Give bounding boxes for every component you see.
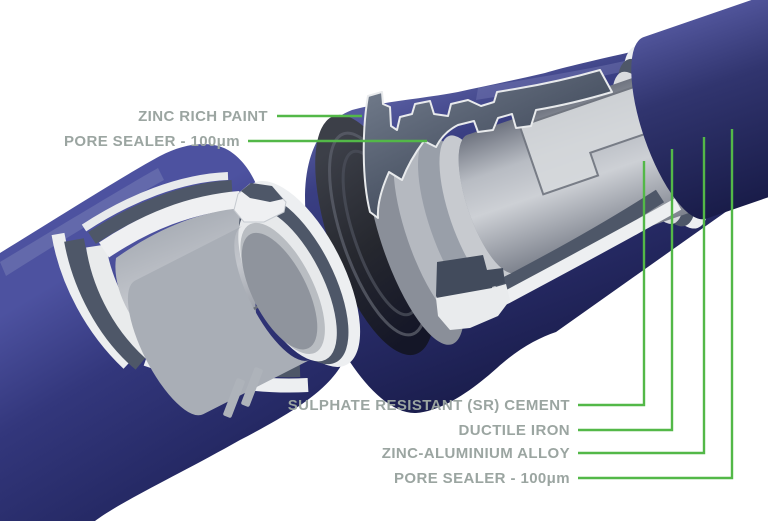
lining-hook-shade	[241, 183, 283, 202]
tip-bore	[241, 232, 318, 350]
zinc-alu-step-block	[436, 284, 510, 330]
spigot-pipe	[0, 144, 361, 521]
iron-bottom-band	[493, 189, 665, 296]
coating-edge-arc	[51, 232, 133, 369]
iron-window-arc	[64, 238, 149, 370]
leader-ductile-iron	[578, 149, 674, 432]
leader-zinc-aluminium-alloy	[578, 137, 706, 455]
leader-pore-sealer-barrel	[578, 129, 734, 480]
spigot-tip-rings	[127, 181, 361, 416]
label-sr-cement: SULPHATE RESISTANT (SR) CEMENT	[288, 397, 570, 414]
label-pore-sealer-socket: PORE SEALER - 100μm	[64, 133, 240, 150]
iron-top-band	[88, 180, 233, 244]
stripe-marking	[223, 378, 245, 418]
leader-sr-cement	[578, 161, 646, 407]
label-ductile-iron: DUCTILE IRON	[459, 422, 570, 439]
zinc-alu-bottom-band	[488, 198, 682, 311]
cavity-cover	[127, 226, 311, 416]
label-zinc-aluminium-alloy: ZINC-ALUMINIUM ALLOY	[382, 445, 570, 462]
label-pore-sealer-barrel: PORE SEALER - 100μm	[394, 470, 570, 487]
label-zinc-rich-paint: ZINC RICH PAINT	[138, 108, 268, 125]
socket-pipe	[305, 0, 768, 414]
stripe-marking	[241, 367, 263, 407]
callouts: ZINC RICH PAINT PORE SEALER - 100μm SULP…	[64, 108, 734, 487]
cement-top-band	[99, 191, 241, 258]
zinc-alu-top-band	[81, 172, 229, 232]
spigot-highlight	[0, 168, 164, 276]
socket-wall-profile	[362, 69, 613, 219]
